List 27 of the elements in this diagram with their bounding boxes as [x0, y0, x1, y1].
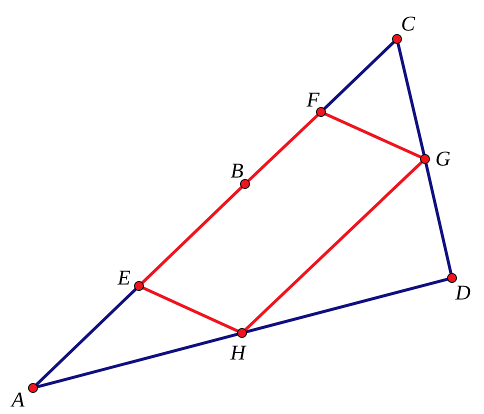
- line-segment: [36, 332, 238, 388]
- line-segment: [35, 288, 137, 386]
- point-dot: [316, 107, 326, 117]
- point-dot: [392, 34, 402, 44]
- point-dot: [28, 383, 38, 393]
- line-segment: [246, 278, 448, 334]
- point-label: F: [306, 90, 320, 110]
- point-label: G: [435, 148, 451, 170]
- point-dot: [134, 281, 144, 291]
- line-segment: [424, 163, 452, 274]
- point-label: H: [230, 342, 246, 364]
- point-label: A: [12, 390, 24, 410]
- point-dot: [420, 154, 430, 164]
- point-label: D: [455, 282, 471, 304]
- line-segment: [247, 114, 319, 182]
- point-label: C: [401, 14, 415, 34]
- line-segment: [396, 43, 426, 155]
- line-segment: [142, 286, 239, 332]
- line-segment: [141, 186, 243, 284]
- line-segment: [324, 112, 422, 159]
- point-label: B: [230, 160, 244, 182]
- line-segment: [244, 161, 423, 331]
- point-dot: [237, 328, 247, 338]
- line-segment: [323, 41, 395, 110]
- point-label: E: [118, 268, 130, 288]
- point-dot: [240, 179, 250, 189]
- point-dot: [447, 273, 457, 283]
